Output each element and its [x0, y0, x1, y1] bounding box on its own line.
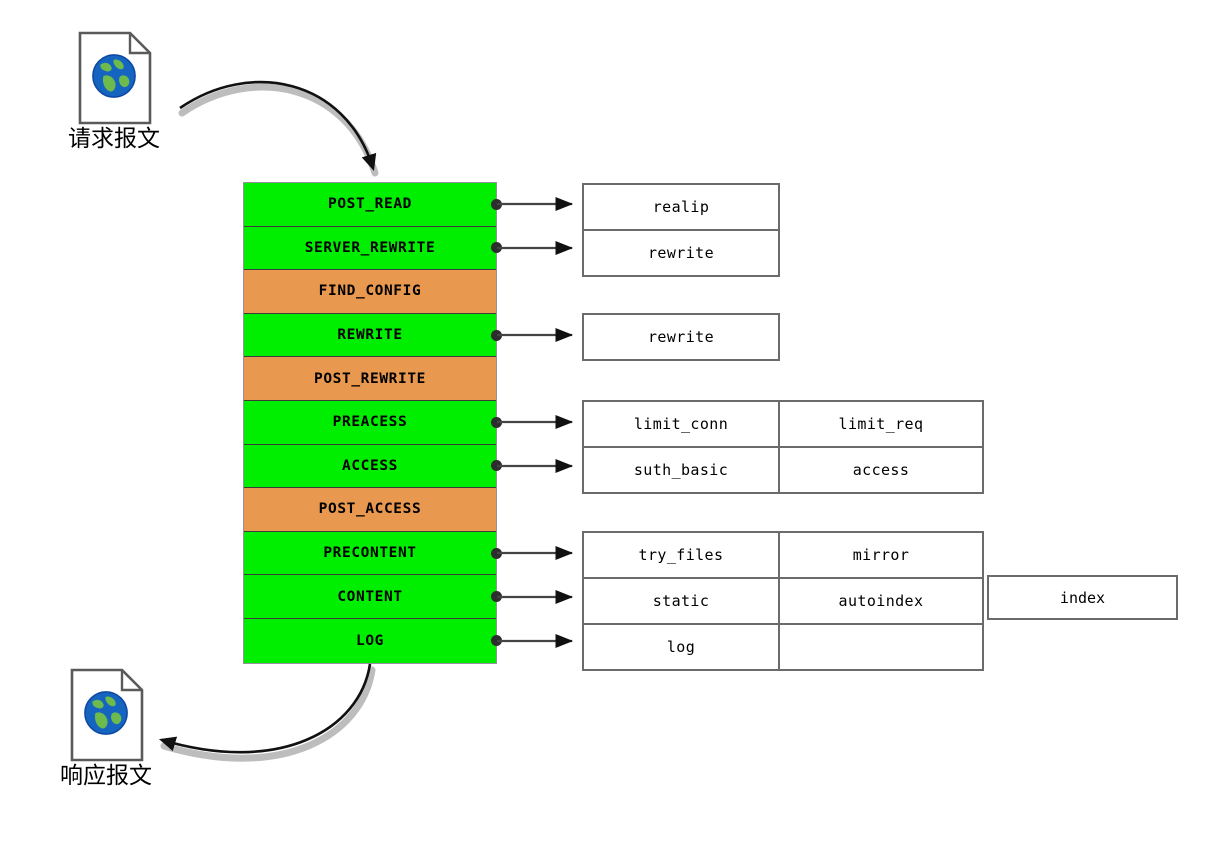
module-group-rewrite: rewrite — [582, 313, 780, 361]
module-row: static autoindex — [584, 579, 982, 625]
globe-icon — [84, 691, 128, 735]
connector-dot — [491, 198, 502, 210]
connector-dot — [491, 591, 502, 603]
module-static[interactable]: static — [584, 579, 780, 623]
module-rewrite[interactable]: rewrite — [647, 244, 714, 262]
phase-label: REWRITE — [337, 327, 403, 344]
phase-label: SERVER_REWRITE — [304, 239, 436, 256]
phase-find-config[interactable]: FIND_CONFIG — [244, 270, 496, 314]
connector-dot — [491, 416, 502, 428]
phase-label: POST_REWRITE — [314, 370, 426, 387]
phase-server-rewrite[interactable]: SERVER_REWRITE — [244, 226, 502, 271]
module-row: try_files mirror — [584, 533, 982, 579]
module-group-access: limit_conn limit_req suth_basic access — [582, 400, 984, 494]
response-arrow — [159, 663, 372, 754]
request-arrow-shadow — [178, 83, 379, 177]
connector-dot — [491, 242, 502, 254]
module-mirror[interactable]: mirror — [852, 546, 910, 564]
module-group-content: try_files mirror static autoindex log — [582, 531, 984, 671]
connector-dot — [491, 635, 502, 647]
module-realip[interactable]: realip — [652, 198, 710, 216]
phase-log[interactable]: LOG — [244, 618, 502, 663]
module-row: rewrite — [584, 231, 778, 275]
phase-label: POST_ACCESS — [318, 501, 422, 518]
phase-content[interactable]: CONTENT — [244, 575, 502, 619]
module-try-files[interactable]: try_files — [584, 533, 780, 577]
response-arrow-shadow — [160, 666, 376, 762]
module-row: log — [584, 625, 982, 669]
module-limit-conn[interactable]: limit_conn — [584, 402, 780, 446]
phase-precontent[interactable]: PRECONTENT — [244, 531, 502, 576]
request-arrow — [179, 80, 377, 171]
module-autoindex[interactable]: autoindex — [838, 592, 924, 610]
connector-dot — [491, 547, 502, 559]
request-message-node: 请求报文 — [68, 31, 160, 152]
response-message-label: 响应报文 — [60, 763, 152, 789]
module-limit-req[interactable]: limit_req — [838, 415, 924, 433]
module-group-read-rewrite: realip rewrite — [582, 183, 780, 277]
phase-preacess[interactable]: PREACESS — [244, 400, 502, 445]
module-row: realip — [584, 185, 778, 231]
phase-label: PRECONTENT — [323, 545, 417, 562]
phase-label: CONTENT — [337, 588, 403, 605]
connector-dot — [491, 329, 502, 341]
phase-label: ACCESS — [342, 457, 398, 474]
globe-icon — [92, 54, 136, 98]
module-log[interactable]: log — [584, 625, 780, 669]
phase-rewrite[interactable]: REWRITE — [244, 313, 502, 358]
phase-label: FIND_CONFIG — [318, 283, 422, 300]
module-row: suth_basic access — [584, 448, 982, 492]
phase-access[interactable]: ACCESS — [244, 444, 502, 489]
phase-post-rewrite[interactable]: POST_REWRITE — [244, 357, 496, 401]
module-index[interactable]: index — [987, 575, 1178, 620]
module-rewrite[interactable]: rewrite — [647, 328, 714, 346]
module-empty-cell — [780, 625, 982, 669]
module-suth-basic[interactable]: suth_basic — [584, 448, 780, 492]
request-message-label: 请求报文 — [68, 126, 160, 152]
module-row: rewrite — [584, 315, 778, 359]
phase-label: LOG — [356, 632, 384, 649]
phase-label: POST_READ — [328, 196, 412, 213]
phase-post-read[interactable]: POST_READ — [244, 183, 502, 227]
phase-post-access[interactable]: POST_ACCESS — [244, 488, 496, 532]
module-row: limit_conn limit_req — [584, 402, 982, 448]
phase-label: PREACESS — [332, 414, 408, 431]
module-access[interactable]: access — [852, 461, 910, 479]
phase-column: POST_READ SERVER_REWRITE FIND_CONFIG REW… — [243, 182, 502, 664]
connector-dot — [491, 460, 502, 472]
response-message-node: 响应报文 — [60, 668, 152, 789]
